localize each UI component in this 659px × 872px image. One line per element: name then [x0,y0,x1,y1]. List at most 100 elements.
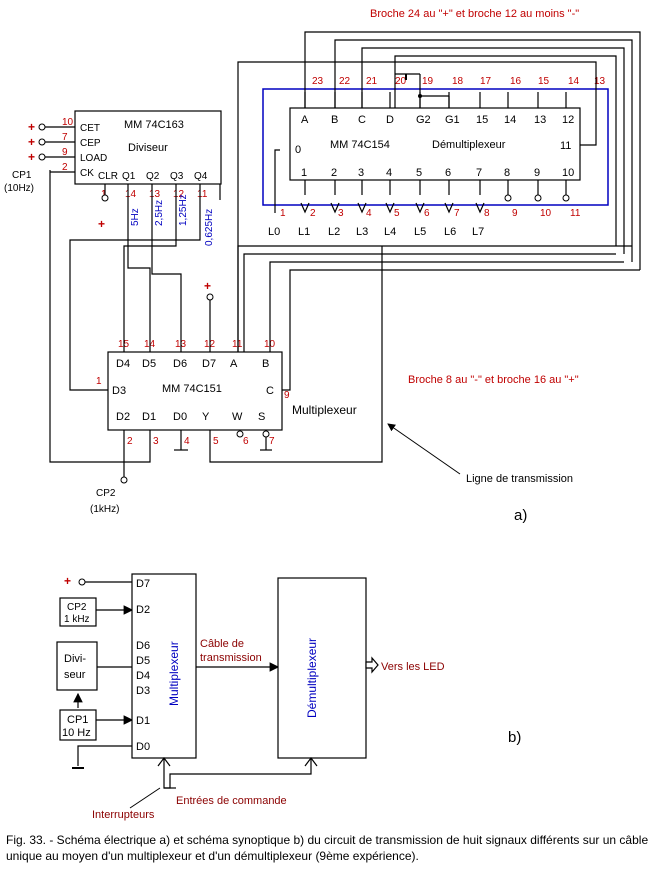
led-label: L6 [444,226,456,238]
demux-bottom-pin-number: 6 [424,208,430,219]
counter-bottom-pin: CLR [98,171,118,182]
mux-role: Multiplexeur [292,403,357,417]
led-label: L1 [298,226,310,238]
demux-bottom-pin: 2 [331,167,337,179]
demux-top-pin: 13 [534,114,546,126]
demux-bottom-pin-number: 8 [484,208,490,219]
mux-bottom-pin-number: 4 [184,436,190,447]
mux-name: MM 74C151 [162,383,222,395]
demux-top-pin: 12 [562,114,574,126]
demux-bottom-pin: 5 [416,167,422,179]
b-plus: + [64,574,71,588]
d7-plus: + [204,279,211,293]
demux-bottom-pin-number: 3 [338,208,344,219]
b-mux-input: D5 [136,655,150,667]
mux-bottom-pin: Y [202,411,210,423]
demux-bottom-pin: 6 [445,167,451,179]
cp1-label: CP1 [12,170,32,181]
b-divider-box [56,641,98,691]
mux-bottom-pin: D1 [142,411,156,423]
demux-name: MM 74C154 [330,139,390,151]
frequency-label: 0,625Hz [204,209,215,246]
mux-top-pin: D5 [142,358,156,370]
b-mux-input: D4 [136,670,150,682]
b-cp2-box [59,597,97,627]
b-mux-input: D2 [136,604,150,616]
demux-bottom-pin: 8 [504,167,510,179]
b-mux-input: D1 [136,715,150,727]
mux-top-pin: B [262,358,269,370]
b-cp2-line1: CP2 [67,602,87,613]
mux-top-pin: D4 [116,358,130,370]
counter-left-pin: LOAD [80,153,107,164]
demux-top-pin: A [301,114,309,126]
top-note: Broche 24 au "+" et broche 12 au moins "… [370,8,579,20]
counter-left-pin-number: 7 [62,132,68,143]
b-cable-line1: Câble de [200,638,244,650]
b-cable-line2: transmission [200,652,262,664]
demux-top-pin-number: 14 [568,76,580,87]
mux-pin-d3-num: 1 [96,376,102,387]
mux-top-pin: D7 [202,358,216,370]
address-bus-wires [237,31,641,374]
counter-bottom-pin: Q1 [122,171,136,182]
b-cp2-line2: 1 kHz [64,614,90,625]
b-mux-input: D7 [136,578,150,590]
led-label: L5 [414,226,426,238]
demux-bottom-pin: 9 [534,167,540,179]
b-mux-box [131,573,197,759]
mux-pin-c-num: 9 [284,390,290,401]
schematic-canvas: Broche 24 au "+" et broche 12 au moins "… [4,8,641,821]
mid-note: Broche 8 au "-" et broche 16 au "+" [408,374,579,386]
b-control-bus [163,758,312,789]
counter-role: Diviseur [128,142,168,154]
clr-plus: + [98,217,105,231]
counter-bottom-pin: Q4 [194,171,208,182]
mux-bottom-pin: D2 [116,411,130,423]
cp2-freq: (1kHz) [90,504,119,515]
demux-top-pin-number: 16 [510,76,522,87]
demux-role: Démultiplexeur [432,139,506,151]
mux-bottom-pin: S [258,411,265,423]
b-cp1-box [59,709,97,741]
demux-bottom-pin: 1 [301,167,307,179]
counter-left-pin: CK [80,168,94,179]
mux-pin-c: C [266,385,274,397]
demux-top-pin-number: 23 [312,76,324,87]
demux-top-pin-number: 22 [339,76,351,87]
demux-bottom-pin-number: 1 [280,208,286,219]
led-label: L0 [268,226,280,238]
demux-top-pin: B [331,114,338,126]
mux-bottom-pin-number: 5 [213,436,219,447]
mux-pin-d3: D3 [112,385,126,397]
mux-bottom-pin-number: 6 [243,436,249,447]
demux-bottom-pin-number: 10 [540,208,552,219]
demux-bottom-pin: 10 [562,167,574,179]
figure-caption: Fig. 33. - Schéma électrique a) et schém… [6,833,649,863]
counter-bottom-pin-number: 13 [149,189,161,200]
mux-bottom-pin: W [232,411,243,423]
svg-text:+: + [28,135,35,149]
mux-top-pin: D6 [173,358,187,370]
demux-top-pin-number: 20 [395,76,407,87]
mux-bottom-pin-number: 2 [127,436,133,447]
b-demux-box [277,577,367,759]
counter-bottom-pin-number: 11 [197,189,208,200]
counter-bottom-pin-number: 14 [125,189,137,200]
b-switch-label: Interrupteurs [92,809,155,821]
counter-bottom-pin-number: 12 [173,189,185,200]
svg-text:+: + [28,120,35,134]
led-label: L7 [472,226,484,238]
demux-top-pin-number: 18 [452,76,464,87]
demux-bottom-pin-number: 11 [570,208,581,219]
b-mux-input: D0 [136,741,150,753]
demux-top-pin-number: 13 [594,76,606,87]
frequency-label: 2,5Hz [154,200,165,226]
part-a-label: a) [514,507,527,524]
